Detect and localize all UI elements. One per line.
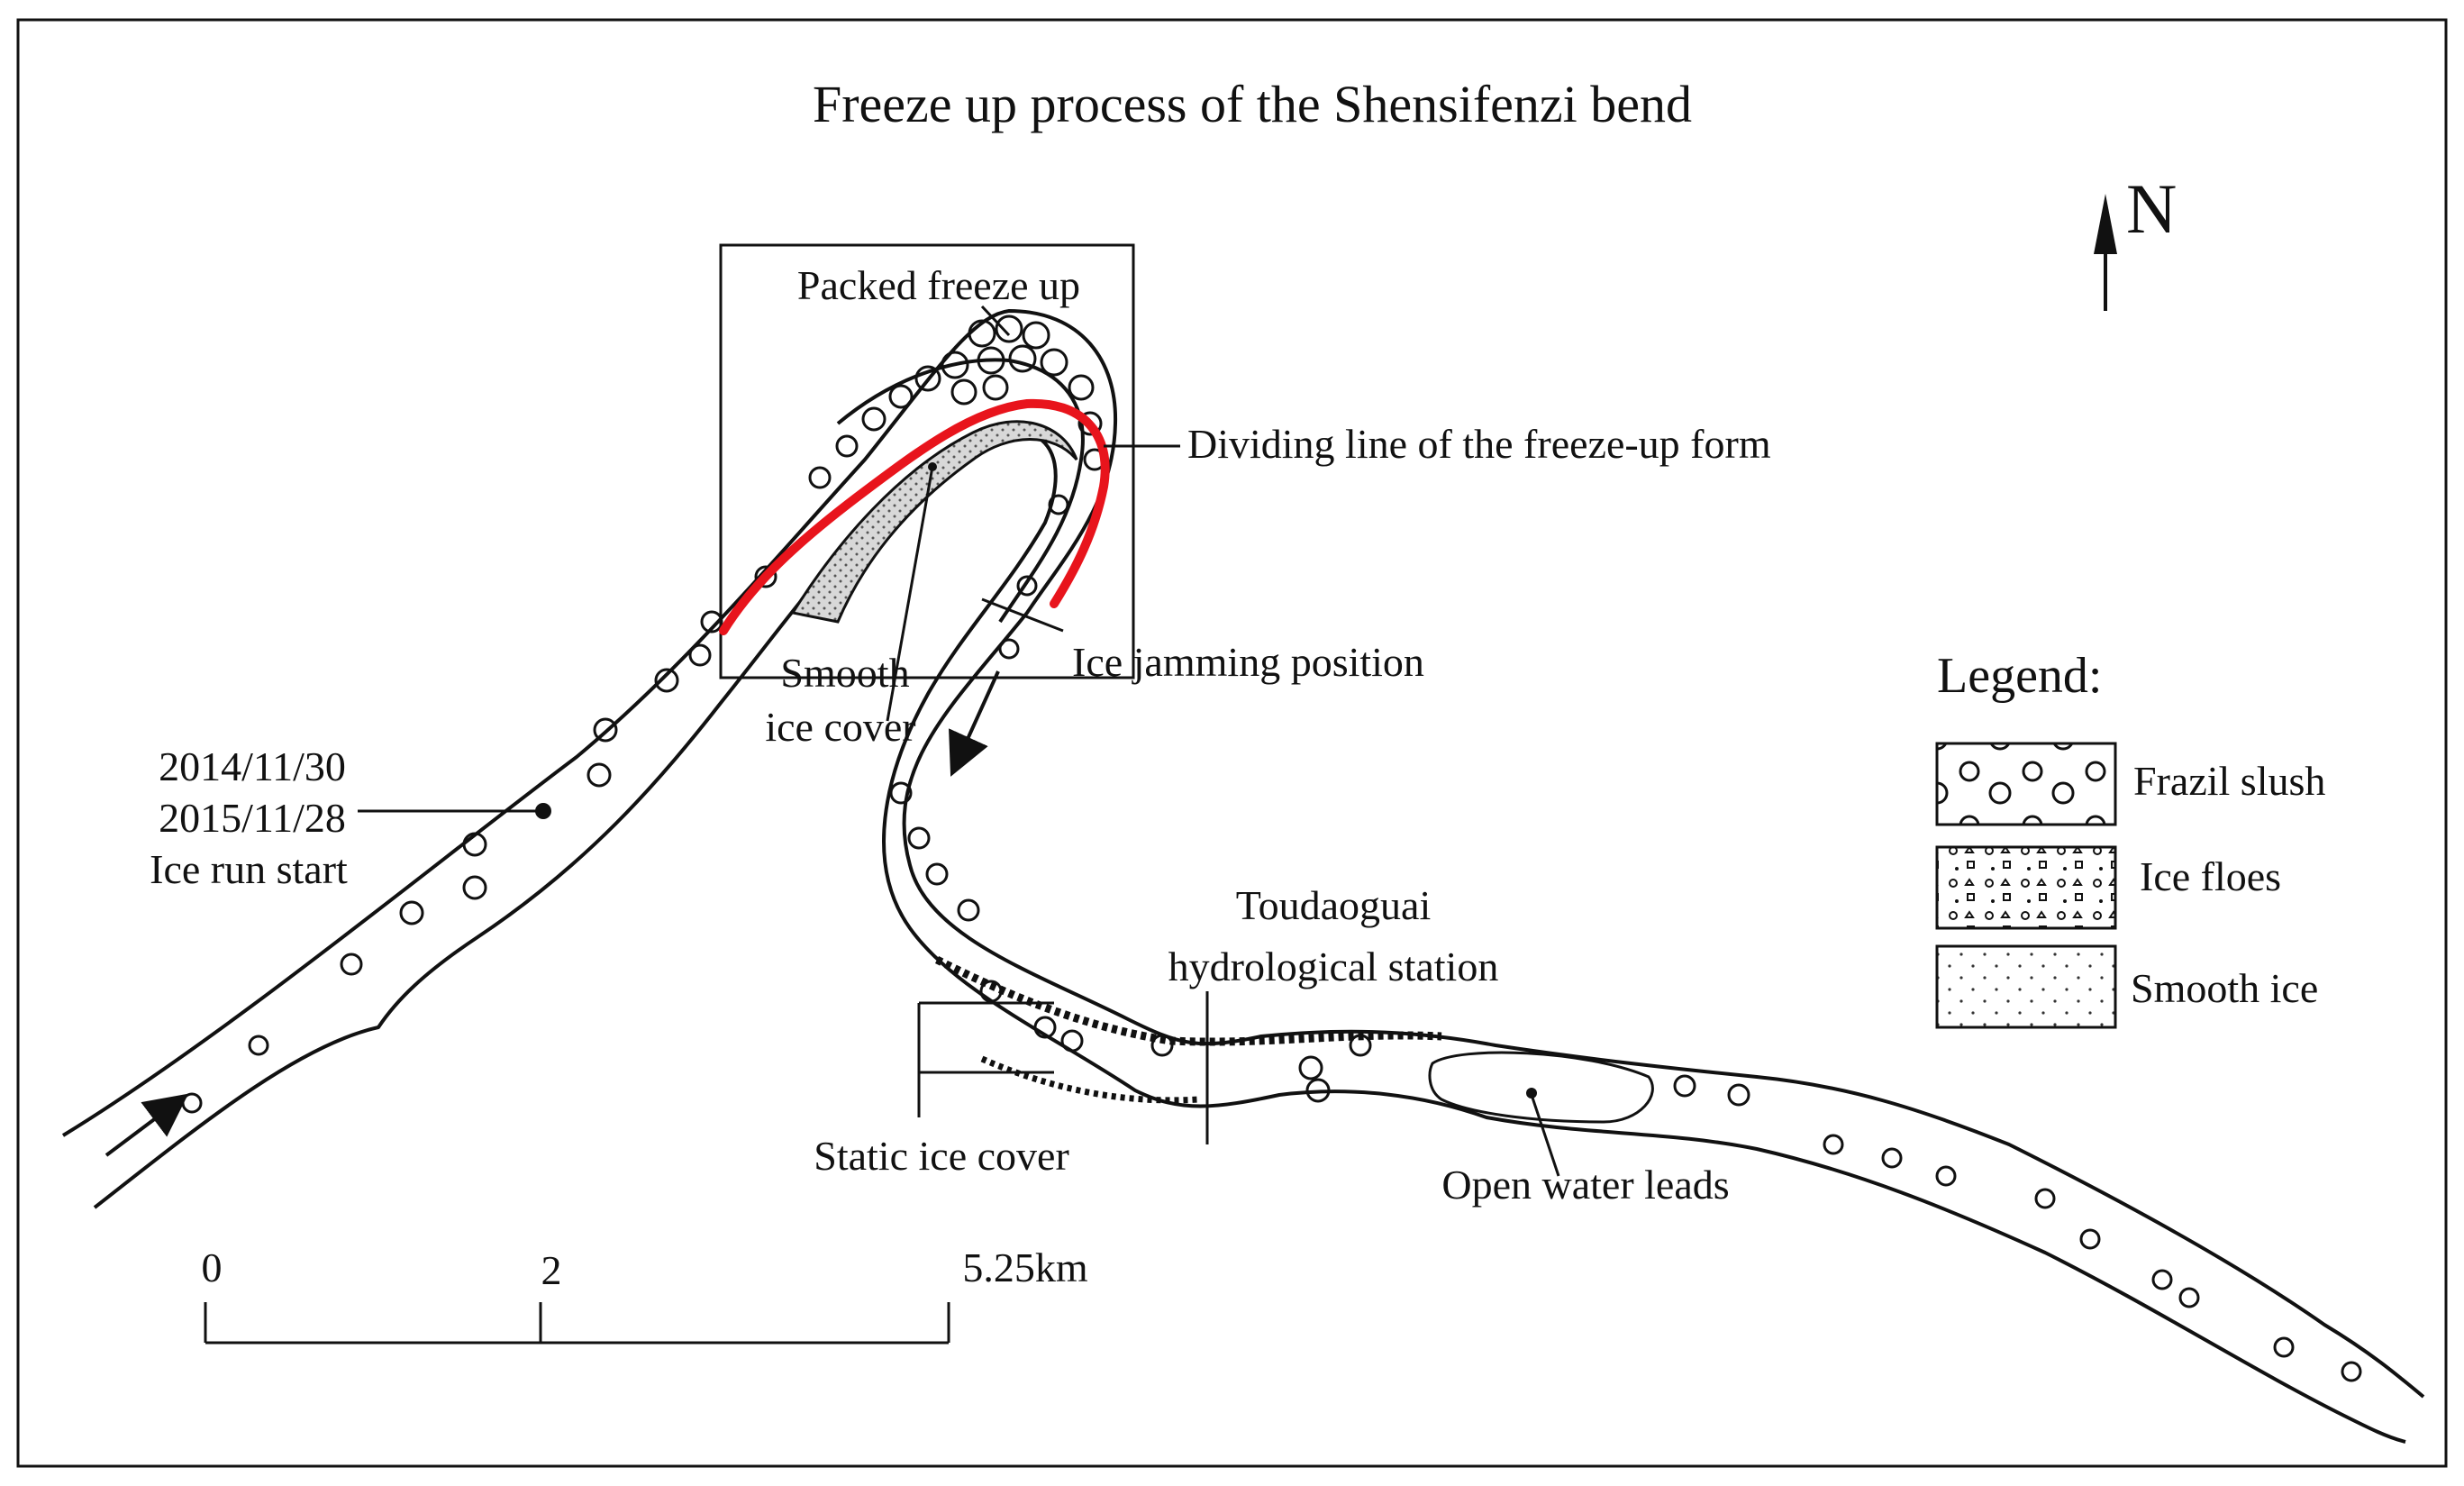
label-dividing-line: Dividing line of the freeze-up form: [1187, 421, 1771, 467]
label-open-water-leads: Open water leads: [1441, 1162, 1729, 1208]
label-ice-cover: ice cover: [765, 704, 915, 750]
label-station-name: Toudaoguai: [1236, 882, 1432, 928]
static-ice-bank-lower: [980, 1055, 1199, 1104]
legend-label-smooth: Smooth ice: [2131, 965, 2318, 1011]
open-water-lead: [1428, 1051, 1654, 1124]
leader-lines: [358, 305, 1560, 1177]
legend-label-floes: Ice floes: [2140, 853, 2281, 899]
north-arrow-icon: [2094, 194, 2117, 311]
inset-frame: [719, 243, 1135, 679]
label-smooth: Smooth: [780, 650, 909, 696]
north-label: N: [2126, 169, 2177, 248]
ice-run-start-marker: [535, 803, 551, 819]
scale-tick-0: 0: [202, 1244, 223, 1290]
flow-arrow-icon: [105, 1093, 189, 1157]
smooth-ice-marker: [928, 462, 937, 471]
legend-swatch-floes: [1935, 845, 2117, 930]
outer-frame: [16, 18, 2448, 1468]
scale-tick-2: 2: [541, 1247, 562, 1293]
label-ice-jamming: Ice jamming position: [1072, 639, 1424, 685]
legend-swatch-frazil: [1935, 742, 2117, 826]
label-ice-run-start: Ice run start: [150, 846, 348, 892]
legend-title: Legend:: [1937, 648, 2102, 704]
legend-swatch-smooth: [1935, 944, 2117, 1029]
legend: Legend: Frazil slush Ice floes Smooth ic…: [1935, 648, 2325, 1029]
flow-arrow-icon: [949, 670, 1000, 777]
label-date-1: 2014/11/30: [159, 743, 346, 789]
scale-bar: [204, 1302, 950, 1345]
smooth-ice-area: [790, 420, 1078, 624]
label-packed-freeze-up: Packed freeze up: [797, 262, 1080, 308]
open-water-marker: [1526, 1088, 1537, 1099]
scale-tick-end: 5.25km: [962, 1244, 1088, 1290]
packed-freeze-up-zone: [808, 315, 1106, 489]
dividing-line: [719, 398, 1110, 635]
label-station-type: hydrological station: [1168, 944, 1499, 989]
page-title: Freeze up process of the Shensifenzi ben…: [813, 75, 1692, 133]
legend-label-frazil: Frazil slush: [2133, 758, 2325, 804]
label-date-2: 2015/11/28: [159, 795, 346, 841]
label-static-ice-cover: Static ice cover: [814, 1133, 1069, 1179]
frazil-slush-circles: [181, 494, 2362, 1382]
